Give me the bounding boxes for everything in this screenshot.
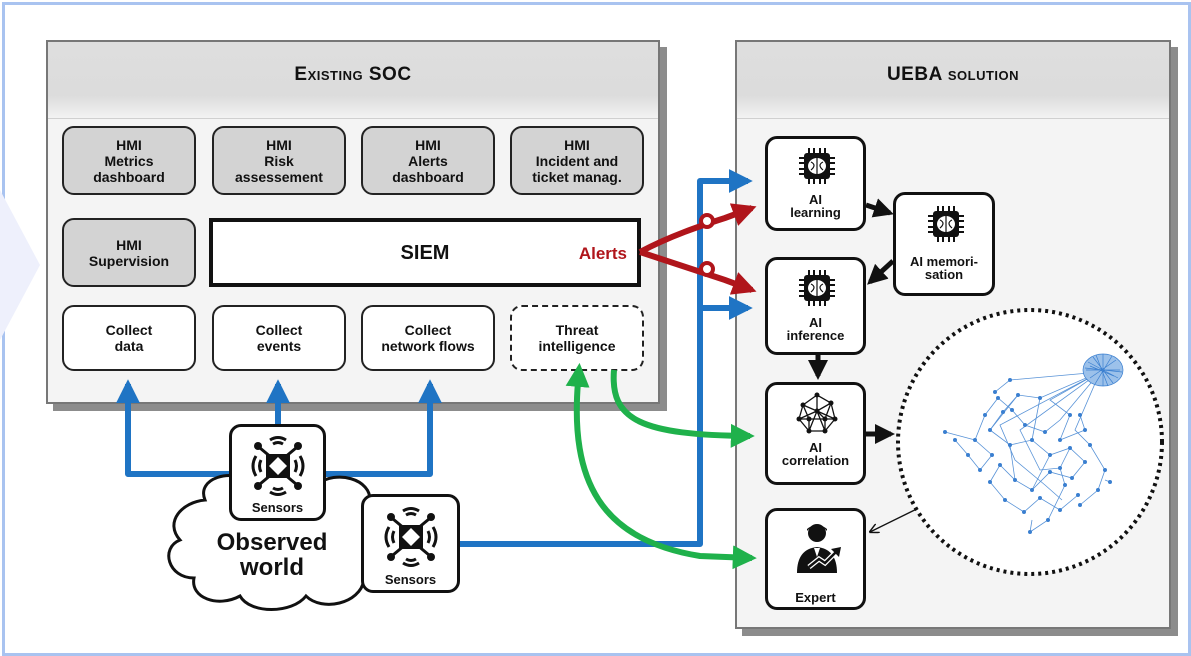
ueba-header: UEBA solution bbox=[737, 42, 1169, 119]
sensor-label-top: Sensors bbox=[251, 500, 304, 515]
collect-network-flows[interactable]: Collect network flows bbox=[361, 305, 495, 371]
alerts-label: Alerts bbox=[578, 244, 627, 263]
sensor-box-top[interactable]: Sensors bbox=[229, 424, 326, 521]
ai-inference-box[interactable]: AI inference bbox=[765, 257, 866, 355]
ai-chip-icon bbox=[799, 270, 835, 306]
existing-soc-title: Existing SOC bbox=[294, 64, 412, 85]
blue-sensor-links bbox=[116, 169, 753, 547]
ai-learning-box[interactable]: AI learning bbox=[765, 136, 866, 231]
ai-memorisation-label: AI memori- sation bbox=[910, 254, 978, 282]
observed-world-label: Observed world bbox=[216, 529, 328, 581]
ai-learning-label: AI learning bbox=[790, 192, 841, 220]
hmi-metrics-dashboard[interactable]: HMI Metrics dashboard bbox=[62, 126, 196, 195]
hmi-supervision[interactable]: HMI Supervision bbox=[62, 218, 196, 287]
sensor-icon bbox=[251, 436, 305, 496]
ueba-title: UEBA solution bbox=[886, 64, 1020, 85]
ai-memorisation-box[interactable]: AI memori- sation bbox=[893, 192, 995, 296]
ai-chip-icon bbox=[928, 206, 964, 242]
ai-correlation-label: AI correlation bbox=[781, 440, 850, 468]
expert-person-icon bbox=[797, 524, 841, 573]
hmi-incident-ticket[interactable]: HMI Incident and ticket manag. bbox=[510, 126, 644, 195]
sensor-box-bottom[interactable]: Sensors bbox=[361, 494, 460, 593]
ai-inference-label: AI inference bbox=[786, 315, 845, 343]
collect-data[interactable]: Collect data bbox=[62, 305, 196, 371]
siem-label: SIEM bbox=[400, 242, 450, 264]
graph-cluster bbox=[1082, 353, 1124, 387]
siem-box[interactable]: SIEM Alerts bbox=[209, 218, 641, 287]
existing-soc-header: Existing SOC bbox=[48, 42, 658, 119]
hmi-alerts-dashboard[interactable]: HMI Alerts dashboard bbox=[361, 126, 495, 195]
neural-network-icon bbox=[796, 392, 838, 434]
ai-chip-icon bbox=[799, 148, 835, 184]
expert-label: Expert bbox=[795, 590, 836, 605]
sensor-icon bbox=[384, 507, 438, 567]
sensor-label-bottom: Sensors bbox=[384, 572, 437, 587]
ai-flow-links bbox=[808, 198, 895, 444]
expert-box[interactable]: Expert bbox=[765, 508, 866, 610]
red-alert-links bbox=[638, 203, 757, 295]
ai-correlation-box[interactable]: AI correlation bbox=[765, 382, 866, 485]
side-decoration bbox=[0, 190, 40, 340]
collect-events[interactable]: Collect events bbox=[212, 305, 346, 371]
network-graph-icon bbox=[896, 308, 1164, 576]
hmi-risk-assessement[interactable]: HMI Risk assessement bbox=[212, 126, 346, 195]
green-threat-links bbox=[565, 362, 757, 570]
